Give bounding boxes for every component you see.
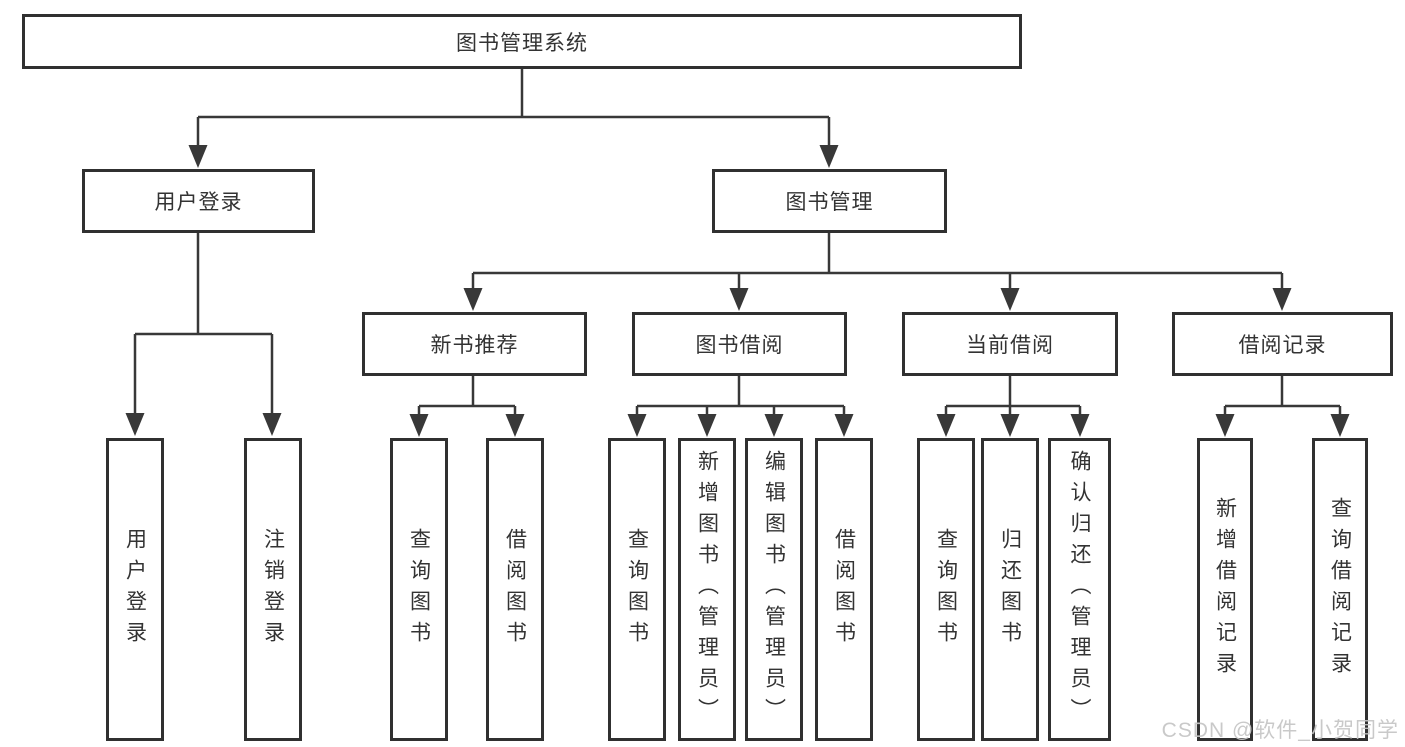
leaf-br-query-record-label: 查询借阅记录	[1328, 496, 1352, 683]
leaf-bb-query-books: 查询图书	[608, 438, 666, 741]
node-new-book-rec: 新书推荐	[362, 312, 587, 376]
leaf-rec-borrow-books: 借阅图书	[486, 438, 544, 741]
leaf-br-add-record-label: 新增借阅记录	[1213, 496, 1237, 683]
leaf-cb-return-books-label: 归还图书	[998, 527, 1022, 652]
node-new-book-rec-label: 新书推荐	[430, 334, 519, 357]
leaf-cb-query-books-label: 查询图书	[934, 527, 958, 652]
leaf-br-add-record: 新增借阅记录	[1197, 438, 1253, 741]
current-borrow-arrowheads	[936, 414, 1090, 437]
csdn-watermark: CSDN @软件_小贺同学	[1161, 719, 1399, 742]
node-borrow-records: 借阅记录	[1172, 312, 1393, 376]
node-current-borrow-label: 当前借阅	[966, 334, 1054, 357]
leaf-bb-add-books-admin: 新增图书（管理员）	[678, 438, 736, 741]
current-borrow-connectors	[944, 376, 1082, 415]
leaf-cb-confirm-return-admin-label: 确认归还（管理员）	[1068, 450, 1091, 729]
book-borrow-connectors	[635, 376, 846, 415]
node-root-label: 图书管理系统	[456, 31, 588, 55]
node-current-borrow: 当前借阅	[902, 312, 1118, 376]
leaf-rec-query-books: 查询图书	[390, 438, 448, 741]
leaf-bb-query-books-label: 查询图书	[625, 527, 649, 652]
root-connectors	[196, 69, 831, 147]
node-book-mgmt-label: 图书管理	[785, 191, 874, 214]
leaf-br-query-record: 查询借阅记录	[1312, 438, 1368, 741]
borrow-records-arrowheads	[1215, 414, 1350, 437]
leaf-cb-query-books: 查询图书	[917, 438, 975, 741]
node-root: 图书管理系统	[22, 14, 1022, 69]
leaf-user-login: 用户登录	[106, 438, 164, 741]
leaf-bb-edit-books-admin: 编辑图书（管理员）	[745, 438, 803, 741]
leaf-logout-label: 注销登录	[261, 527, 285, 652]
book-mgmt-arrowheads	[463, 288, 1292, 311]
leaf-rec-query-books-label: 查询图书	[407, 527, 431, 652]
leaf-bb-borrow-books-label: 借阅图书	[832, 527, 856, 652]
leaf-cb-return-books: 归还图书	[981, 438, 1039, 741]
leaf-bb-add-books-admin-label: 新增图书（管理员）	[695, 450, 719, 729]
leaf-logout: 注销登录	[244, 438, 302, 741]
leaf-user-login-label: 用户登录	[123, 527, 147, 652]
node-book-borrow-label: 图书借阅	[695, 334, 784, 357]
user-login-connectors	[133, 233, 274, 414]
root-arrowheads	[188, 145, 839, 168]
node-user-login: 用户登录	[82, 169, 315, 233]
node-borrow-records-label: 借阅记录	[1238, 334, 1327, 357]
leaf-rec-borrow-books-label: 借阅图书	[503, 527, 527, 652]
user-login-arrowheads	[125, 413, 282, 436]
node-book-mgmt: 图书管理	[712, 169, 947, 233]
leaf-cb-confirm-return-admin: 确认归还（管理员）	[1048, 438, 1111, 741]
book-mgmt-connectors	[471, 233, 1284, 290]
borrow-records-connectors	[1223, 376, 1342, 415]
leaf-bb-borrow-books: 借阅图书	[815, 438, 873, 741]
book-borrow-arrowheads	[627, 414, 854, 437]
node-user-login-label: 用户登录	[154, 191, 243, 214]
leaf-bb-edit-books-admin-label: 编辑图书（管理员）	[762, 450, 786, 729]
node-book-borrow: 图书借阅	[632, 312, 847, 376]
new-book-rec-connectors	[417, 376, 517, 415]
new-book-rec-arrowheads	[409, 414, 525, 437]
